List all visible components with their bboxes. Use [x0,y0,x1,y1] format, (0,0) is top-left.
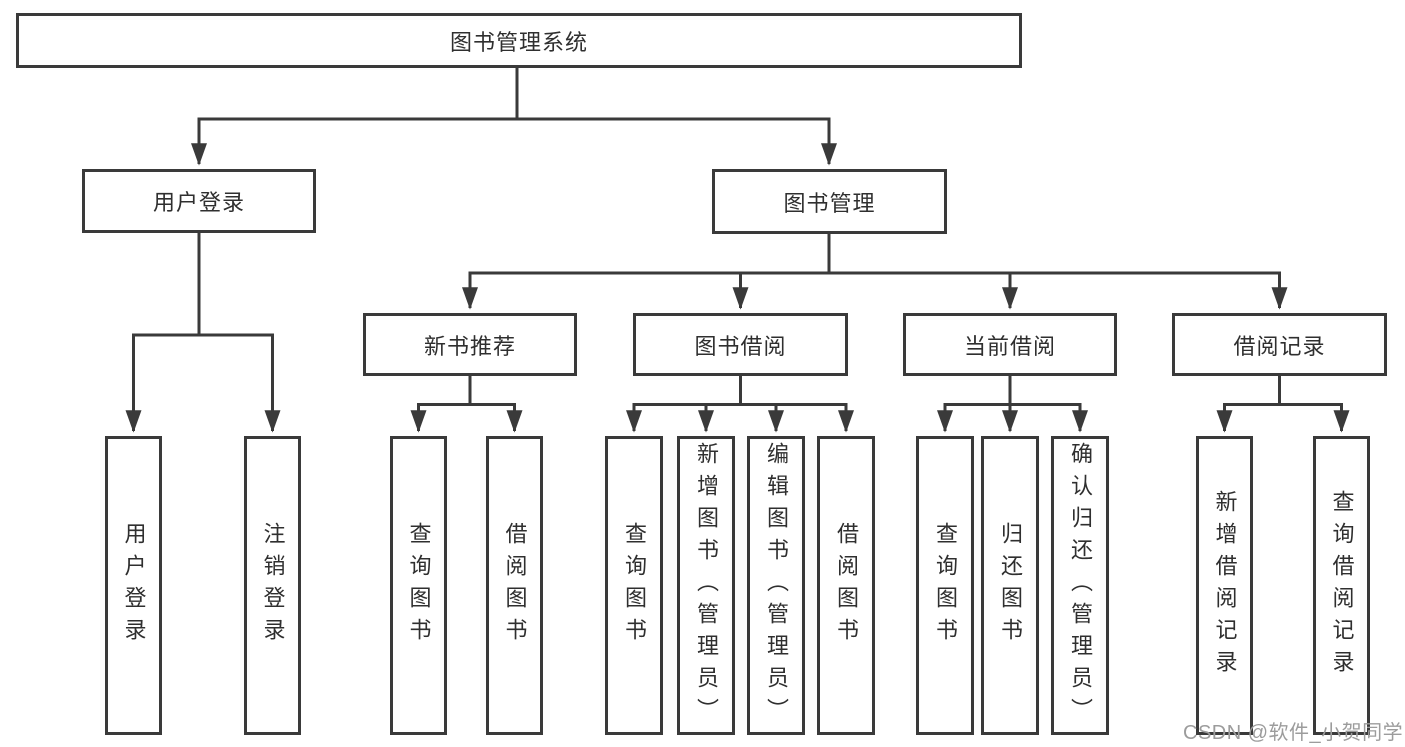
leaf-confirm-return-admin: 确认归还（管理员） [1051,436,1109,735]
leaf-query-books-current: 查询图书 [916,436,974,735]
leaf-query-borrow-record: 查询借阅记录 [1313,436,1370,735]
connector-book-management-fork [462,234,1288,310]
node-book-management: 图书管理 [712,169,947,234]
node-new-book-recommend: 新书推荐 [363,313,577,376]
connector-book-borrow-fork [626,376,854,433]
node-book-borrow-label: 图书借阅 [694,333,787,359]
leaf-add-borrow-record: 新增借阅记录 [1196,436,1253,735]
leaf-logout: 注销登录 [244,436,301,735]
node-library-system-label: 图书管理系统 [449,29,588,55]
leaf-borrow-books-label: 借阅图书 [834,521,859,650]
leaf-logout-label: 注销登录 [260,521,286,650]
leaf-borrow-books-recommend-label: 借阅图书 [502,521,528,650]
connector-user-login-fork [125,233,281,433]
connector-current-borrow-fork [937,376,1088,433]
leaf-query-borrow-record-label: 查询借阅记录 [1329,489,1355,682]
leaf-user-login-label: 用户登录 [121,521,147,650]
connector-new-book-fork [410,376,523,433]
connector-root-to-level2 [191,66,837,166]
node-book-borrow: 图书借阅 [633,313,848,376]
leaf-add-borrow-record-label: 新增借阅记录 [1212,489,1238,682]
leaf-user-login: 用户登录 [105,436,162,735]
node-book-management-label: 图书管理 [783,190,876,216]
node-current-borrow-label: 当前借阅 [963,333,1056,359]
node-new-book-recommend-label: 新书推荐 [423,333,516,359]
leaf-borrow-books-recommend: 借阅图书 [486,436,543,735]
leaf-edit-book-admin-label: 编辑图书（管理员） [764,441,789,730]
node-borrow-records-label: 借阅记录 [1233,333,1326,359]
leaf-add-book-admin: 新增图书（管理员） [677,436,735,735]
node-user-login-label: 用户登录 [152,190,245,215]
node-current-borrow: 当前借阅 [903,313,1117,376]
leaf-confirm-return-admin-label: 确认归还（管理员） [1068,441,1093,730]
leaf-query-books-borrow: 查询图书 [605,436,663,735]
node-borrow-records: 借阅记录 [1172,313,1387,376]
csdn-watermark: CSDN @软件_小贺同学 [1183,722,1404,744]
leaf-query-books-current-label: 查询图书 [933,521,958,650]
leaf-borrow-books: 借阅图书 [817,436,875,735]
leaf-query-books-borrow-label: 查询图书 [622,521,647,650]
leaf-add-book-admin-label: 新增图书（管理员） [694,441,719,730]
leaf-query-books-recommend: 查询图书 [390,436,447,735]
leaf-return-book: 归还图书 [981,436,1039,735]
leaf-query-books-recommend-label: 查询图书 [406,521,432,650]
leaf-edit-book-admin: 编辑图书（管理员） [747,436,805,735]
connector-borrow-record-fork [1216,376,1350,433]
leaf-return-book-label: 归还图书 [998,521,1023,650]
node-library-system: 图书管理系统 [16,13,1022,68]
node-user-login: 用户登录 [82,169,316,233]
